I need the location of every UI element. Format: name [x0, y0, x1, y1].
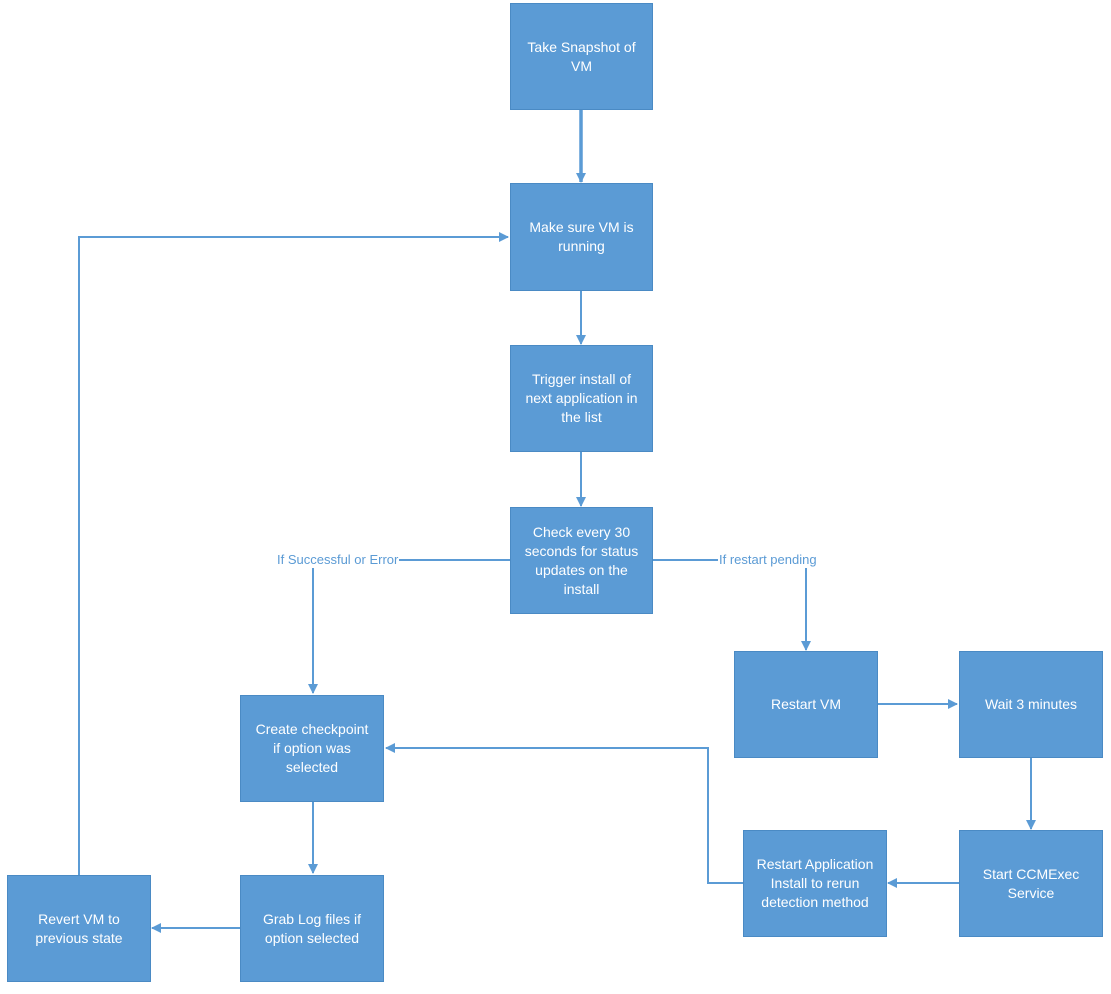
create-checkpoint-label: Create checkpoint if option was selected: [255, 721, 369, 775]
grab-logs-label: Grab Log files if option selected: [262, 910, 362, 946]
edge-check-to-restart-vm: [653, 559, 811, 651]
restart-vm-label: Restart VM: [770, 696, 841, 712]
create-checkpoint-node: Create checkpoint if option was selected: [240, 695, 384, 802]
edge-revert-to-running: [78, 232, 509, 875]
grab-logs-node: Grab Log files if option selected: [240, 875, 384, 982]
wait-3-minutes-label: Wait 3 minutes: [984, 696, 1078, 712]
check-status-node: Check every 30 seconds for status update…: [510, 507, 653, 614]
edge-label-restart-pending: If restart pending: [718, 552, 818, 568]
restart-install-label: Restart Application Install to rerun det…: [756, 856, 874, 910]
check-status-label: Check every 30 seconds for status update…: [524, 523, 639, 597]
take-snapshot-node: Take Snapshot of VM: [510, 3, 653, 110]
make-sure-running-node: Make sure VM is running: [510, 183, 653, 291]
make-sure-running-label: Make sure VM is running: [529, 219, 634, 254]
trigger-install-node: Trigger install of next application in t…: [510, 345, 653, 452]
start-ccmexec-node: Start CCMExec Service: [959, 830, 1103, 937]
take-snapshot-label: Take Snapshot of VM: [527, 38, 636, 74]
wait-3-minutes-node: Wait 3 minutes: [959, 651, 1103, 758]
edge-check-to-checkpoint: [308, 559, 510, 694]
trigger-install-label: Trigger install of next application in t…: [525, 371, 638, 425]
revert-vm-label: Revert VM to previous state: [35, 910, 123, 946]
restart-install-node: Restart Application Install to rerun det…: [743, 830, 887, 937]
start-ccmexec-label: Start CCMExec Service: [982, 865, 1080, 901]
restart-vm-node: Restart VM: [734, 651, 878, 758]
edge-label-success-or-error: If Successful or Error: [276, 552, 400, 568]
revert-vm-node: Revert VM to previous state: [7, 875, 151, 982]
edge-restart-install-to-checkpoint: [385, 743, 743, 884]
